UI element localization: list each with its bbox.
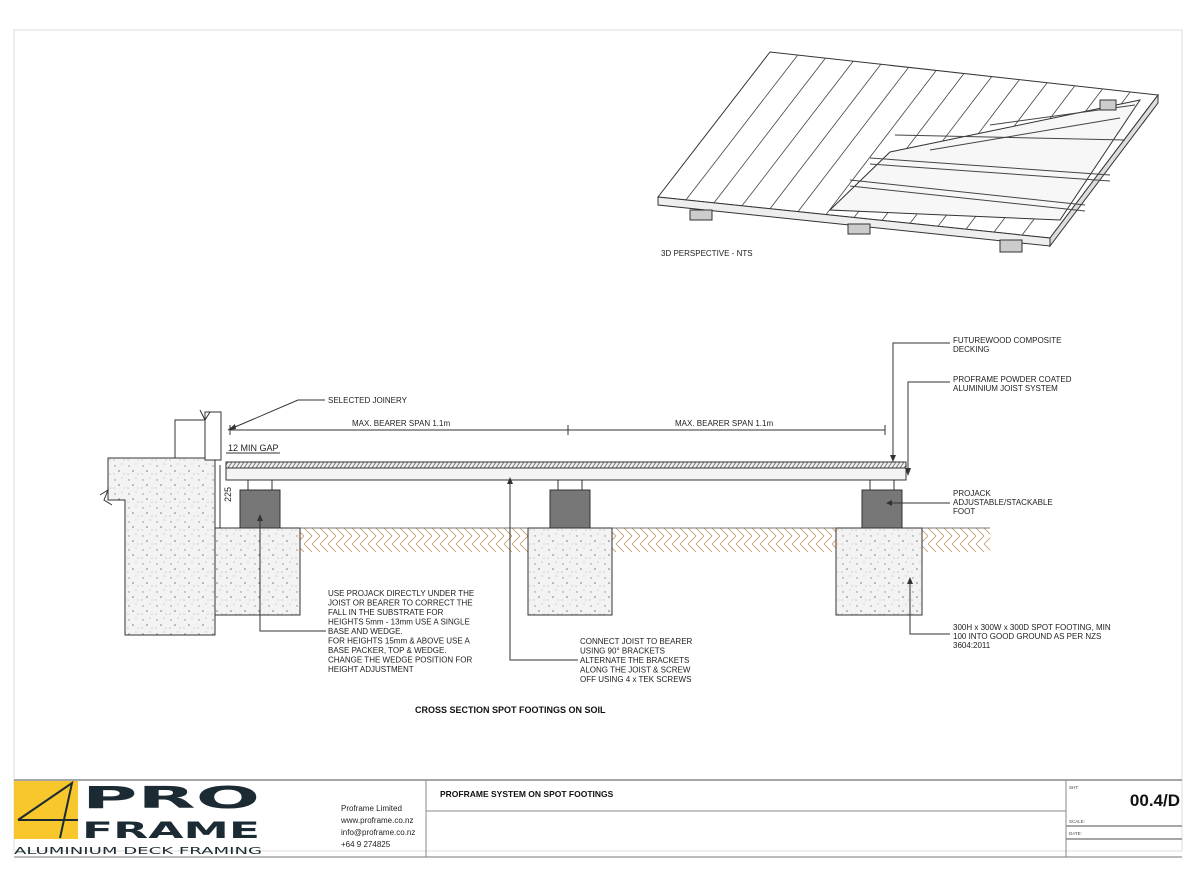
- aluminium-joist: [225, 467, 907, 481]
- projack-foot: [861, 489, 903, 529]
- deck-board-line: [741, 60, 854, 207]
- gap-label: 12 MIN GAP: [228, 443, 279, 453]
- spot-footing: [835, 527, 923, 616]
- drawing-title: PROFRAME SYSTEM ON SPOT FOOTINGS: [440, 789, 614, 799]
- deck-board-line: [825, 70, 937, 215]
- logo-text-frame: FRAME: [82, 819, 260, 844]
- scale-label: SCALE:: [1069, 819, 1085, 824]
- concrete-wall: [107, 457, 216, 636]
- span-right-label: MAX. BEARER SPAN 1.1m: [675, 419, 773, 428]
- logo-tagline: ALUMINIUM DECK FRAMING: [14, 846, 262, 857]
- height-dimension: 225: [223, 487, 233, 502]
- sheet-label: SHT:: [1069, 785, 1079, 790]
- projack-label-line: PROJACK: [953, 489, 991, 498]
- deck-board-line: [797, 67, 909, 212]
- date-label: DATE:: [1069, 831, 1082, 836]
- footing-label-line: 3604:2011: [953, 641, 991, 650]
- title-block: PRO FRAME ALUMINIUM DECK FRAMING Profram…: [14, 779, 1182, 858]
- spot-footing: [527, 527, 613, 616]
- deck-board-line: [769, 64, 882, 209]
- span-left-label: MAX. BEARER SPAN 1.1m: [352, 419, 450, 428]
- logo-text-pro: PRO: [82, 781, 260, 816]
- joinery: [204, 411, 222, 461]
- proframe-logo: PRO FRAME ALUMINIUM DECK FRAMING: [14, 780, 262, 857]
- decking-label-line: DECKING: [953, 345, 989, 354]
- company-name: Proframe Limited: [341, 804, 402, 813]
- joinery-label: SELECTED JOINERY: [328, 396, 408, 405]
- section-title: CROSS SECTION SPOT FOOTINGS ON SOIL: [415, 705, 606, 715]
- spot-footing: [214, 527, 301, 616]
- projack-label-line: ADJUSTABLE/STACKABLE: [953, 498, 1053, 507]
- deck-board-line: [713, 57, 826, 204]
- joist-label-line: ALUMINIUM JOIST SYSTEM: [953, 384, 1058, 393]
- deck-board-line: [685, 54, 799, 201]
- decking-label-line: FUTUREWOOD COMPOSITE: [953, 336, 1061, 345]
- cross-section: MAX. BEARER SPAN 1.1m MAX. BEARER SPAN 1…: [99, 336, 1111, 715]
- footing-label-line: 300H x 300W x 300D SPOT FOOTING, MIN: [953, 623, 1111, 632]
- perspective-3d-view: 3D PERSPECTIVE - NTS: [657, 51, 1159, 258]
- sheet-number: 00.4/D: [1130, 791, 1180, 810]
- perspective-label: 3D PERSPECTIVE - NTS: [661, 249, 753, 258]
- joist-label-line: PROFRAME POWDER COATED: [953, 375, 1072, 384]
- company-website[interactable]: www.proframe.co.nz: [340, 816, 413, 825]
- sheet-border: [13, 29, 1183, 852]
- projack-label-line: FOOT: [953, 507, 975, 516]
- composite-decking: [225, 461, 907, 469]
- company-email[interactable]: info@proframe.co.nz: [341, 828, 415, 837]
- footing-label-line: 100 INTO GOOD GROUND AS PER NZS: [953, 632, 1101, 641]
- projack-foot: [549, 489, 591, 529]
- company-phone: +64 9 274825: [341, 840, 391, 849]
- svg-text:300H x 300W x 300D SPOT FOOTIN: 300H x 300W x 300D SPOT FOOTING, MIN100 …: [953, 623, 1111, 650]
